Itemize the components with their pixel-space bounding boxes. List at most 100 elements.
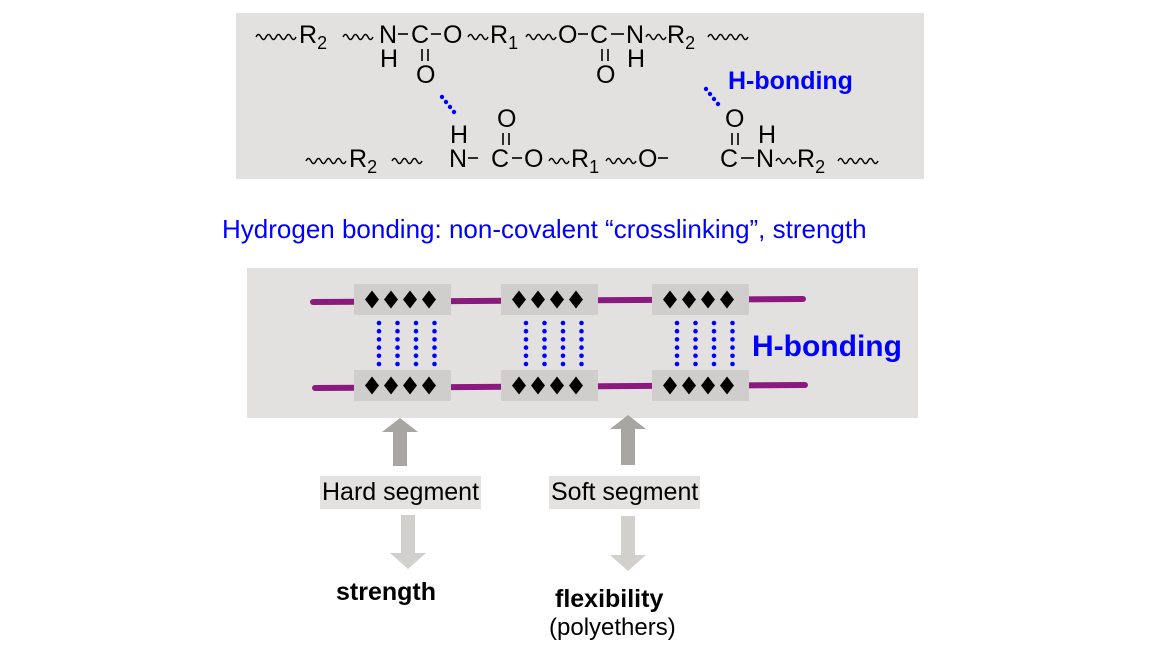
hard-property-label: strength: [336, 578, 436, 606]
hbond-dot: [711, 337, 717, 342]
hbond-dot: [542, 345, 547, 350]
atom-o: O: [558, 21, 577, 49]
diamond-icon: [384, 376, 398, 395]
hbond-dot: [413, 337, 419, 342]
hbond-dot: [376, 337, 382, 342]
hbond-dot: [693, 320, 698, 326]
atom-c: C: [491, 145, 509, 173]
hbond-dot: [432, 353, 437, 359]
wavy-bond-icon: [255, 33, 297, 41]
atom-r1: R1: [490, 21, 518, 53]
arrow-down-icon: [610, 516, 646, 571]
diamond-icon: [384, 290, 398, 309]
atom-n: N: [379, 21, 397, 49]
top-polymer-chain: R2 N H C O O R1 O C O: [255, 21, 749, 89]
atom-n: N: [449, 145, 467, 173]
hbond-dot: [711, 353, 717, 359]
wavy-bond-icon: [645, 33, 667, 41]
diamond-icon: [682, 376, 696, 395]
atom-r2: R2: [349, 145, 377, 177]
soft-segment-label: Soft segment: [549, 476, 701, 509]
diamond-icon: [569, 376, 583, 395]
atom-r2: R2: [299, 21, 327, 53]
atom-c: C: [411, 21, 429, 49]
atom-o: O: [416, 61, 435, 89]
hbond-dot: [542, 337, 547, 342]
hbond-dot: [674, 353, 680, 359]
hbond-dot: [730, 361, 735, 367]
hbond-dot: [413, 353, 419, 359]
diamond-icon: [550, 376, 564, 395]
arrow-up-icon: [610, 415, 646, 465]
hbond-dots-right: [703, 86, 721, 107]
diamond-icon: [550, 290, 564, 309]
hbond-dot: [579, 337, 584, 342]
hbond-dot: [693, 345, 698, 350]
hbond-dot: [579, 320, 584, 326]
diamond-icon: [682, 290, 696, 309]
hbond-dot: [376, 353, 382, 359]
diamond-icon: [403, 376, 417, 395]
hbond-dot: [579, 345, 584, 350]
hbond-dot: [376, 345, 382, 350]
hbond-label: H-bonding: [728, 67, 853, 95]
hbond-dot: [523, 320, 529, 326]
hbond-dots-left: [439, 94, 457, 115]
hbond-dot: [542, 320, 547, 326]
hbond-dot: [711, 361, 717, 367]
hbond-dot: [560, 320, 566, 326]
soft-property-label: flexibility: [555, 585, 664, 613]
hbond-dot: [376, 328, 382, 334]
hbond-dot: [693, 361, 698, 367]
wavy-bond-icon: [707, 33, 749, 41]
hbond-dot: [693, 337, 698, 342]
hbond-dot: [674, 337, 680, 342]
hbond-dot: [413, 320, 419, 326]
segment-diagram-svg: H-bonding: [310, 284, 902, 401]
diamond-icon: [422, 376, 436, 395]
wavy-bond-icon: [391, 157, 423, 165]
hbond-dot: [432, 337, 437, 342]
hbond-dot: [395, 353, 400, 359]
urethane-structure-panel: R2 N H C O O R1 O C O: [236, 13, 924, 179]
hbond-dot: [376, 320, 382, 326]
diamond-icon: [569, 290, 583, 309]
atom-o: O: [596, 61, 615, 89]
diamond-icon: [701, 290, 715, 309]
diamond-icon: [531, 376, 545, 395]
hbond-dot: [730, 320, 735, 326]
hbond-dot: [674, 345, 680, 350]
wavy-bond-icon: [775, 157, 797, 165]
arrow-up-icon: [382, 418, 418, 466]
atom-n: N: [756, 145, 774, 173]
hbond-dot: [711, 320, 717, 326]
hbond-dot: [674, 320, 680, 326]
hbond-dot: [395, 345, 400, 350]
soft-property-note: (polyethers): [549, 614, 676, 641]
diamond-icon: [512, 290, 526, 309]
hbond-label-large: H-bonding: [752, 330, 902, 363]
atom-h: H: [380, 45, 398, 73]
urethane-structure-svg: R2 N H C O O R1 O C O: [255, 21, 879, 177]
diamond-icon: [531, 290, 545, 309]
wavy-bond-icon: [525, 33, 557, 41]
hbond-dot: [432, 320, 437, 326]
wavy-bond-icon: [548, 157, 570, 165]
hbond-dot: [730, 328, 735, 334]
hbond-dot: [542, 361, 547, 367]
caption: Hydrogen bonding: non-covalent “crosslin…: [222, 214, 867, 244]
arrow-down-icon: [390, 515, 426, 569]
diamond-icon: [512, 376, 526, 395]
diamond-icon: [422, 290, 436, 309]
hbond-dot: [560, 353, 566, 359]
hbond-dot: [523, 337, 529, 342]
diamond-icon: [403, 290, 417, 309]
hbond-dot: [523, 353, 529, 359]
atom-o: O: [443, 21, 462, 49]
atom-r1: R1: [571, 145, 599, 177]
hbond-dot: [693, 353, 698, 359]
hbond-dot: [523, 328, 529, 334]
segment-diagram-panel: H-bonding: [247, 268, 918, 418]
diamond-icon: [701, 376, 715, 395]
hbond-dot: [523, 345, 529, 350]
